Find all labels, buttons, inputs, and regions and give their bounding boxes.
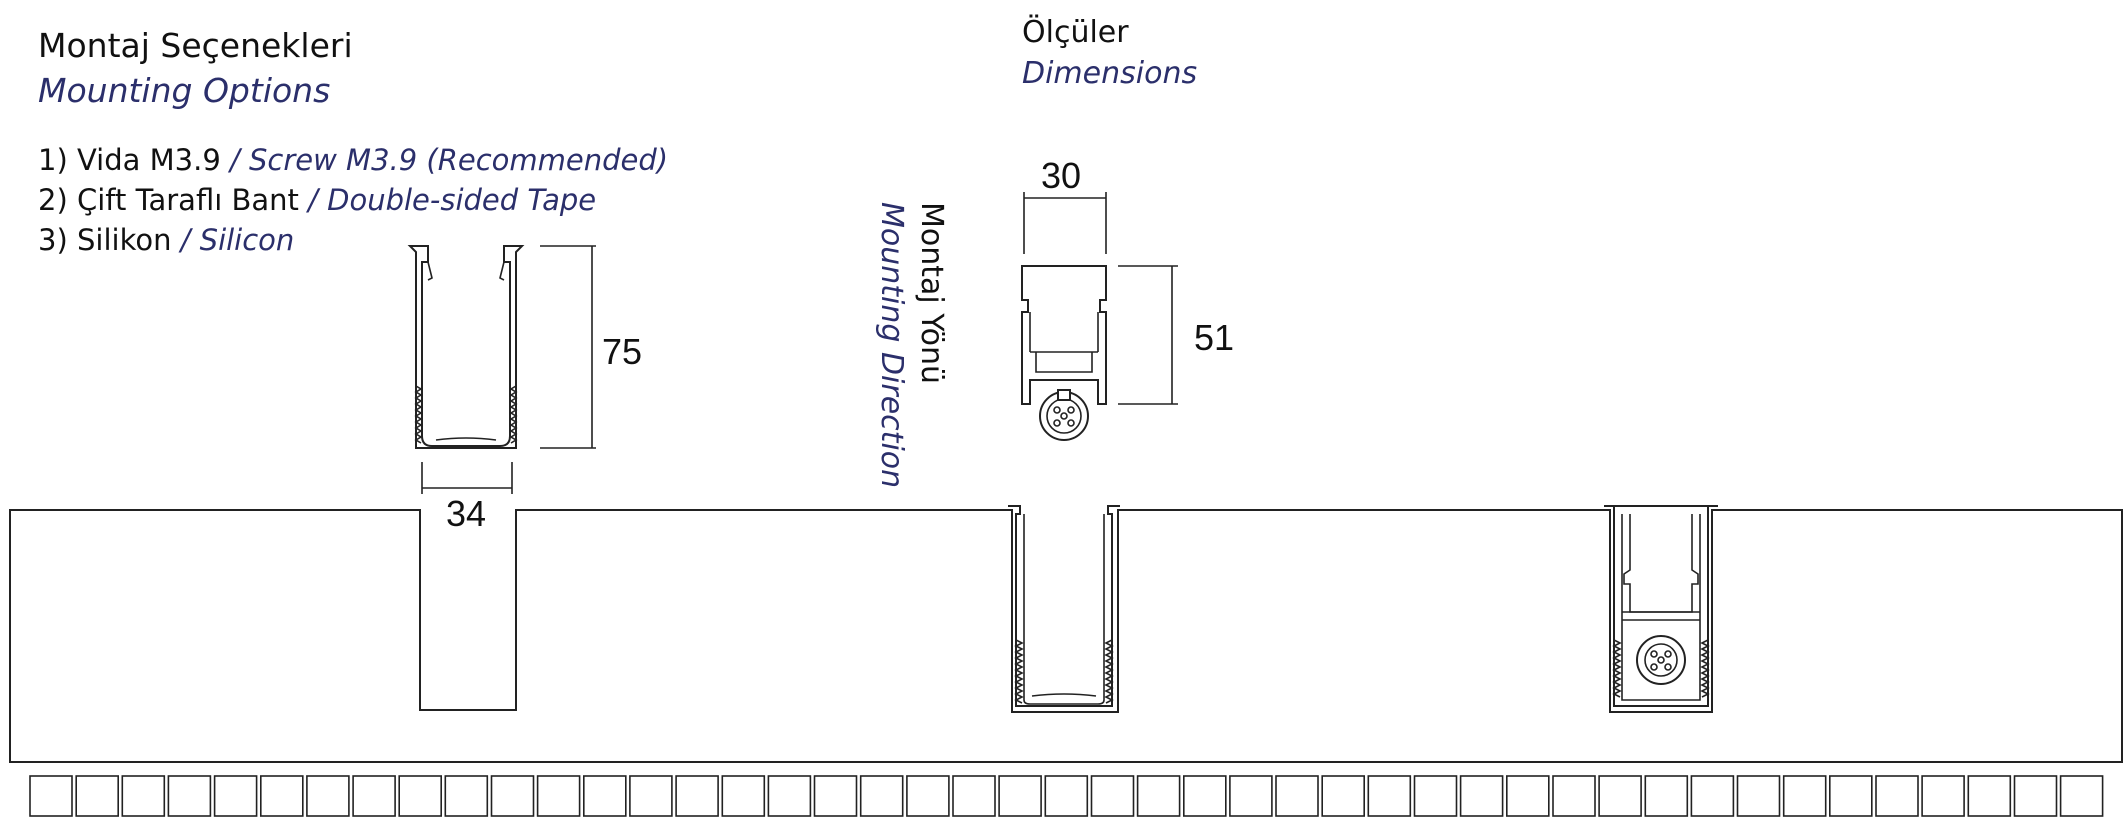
dimensions-title-tr: Ölçüler	[1022, 14, 1129, 50]
floor-tile-row	[29, 775, 2104, 817]
floor-tile	[1967, 775, 2012, 817]
end-cap-outline	[1021, 265, 1107, 405]
floor-tile	[1413, 775, 1458, 817]
floor-tile	[1736, 775, 1781, 817]
floor-tile	[675, 775, 719, 817]
floor-tile	[1921, 775, 1965, 817]
floor-tile	[121, 775, 166, 817]
dim-label-34: 34	[446, 493, 486, 534]
floor-tile	[536, 775, 581, 817]
connector-pin	[1067, 419, 1075, 427]
floor-tile	[1367, 775, 1412, 817]
dimensions-title-en: Dimensions	[1022, 56, 1197, 91]
installed-profile-right	[1604, 505, 1718, 707]
direction-label-tr: Montaj Yönü	[914, 202, 949, 384]
profile-cross-section: 75 34	[407, 245, 642, 534]
floor-tile	[1136, 775, 1181, 817]
floor-tile	[998, 775, 1042, 817]
floor-tile	[767, 775, 812, 817]
profile-inner-floor	[435, 437, 497, 441]
floor-tile	[1321, 775, 1365, 817]
surface-outline	[9, 509, 2123, 763]
direction-label-en: Mounting Direction	[874, 202, 909, 488]
connector-pin	[1067, 406, 1075, 414]
floor-tile	[306, 775, 350, 817]
mounting-title-tr: Montaj Seçenekleri	[38, 26, 353, 65]
connector-icon	[1636, 635, 1686, 685]
mounting-option-2: 2) Çift Taraflı Bant / Double-sided Tape	[38, 183, 596, 217]
floor-tile	[2013, 775, 2058, 817]
floor-tile	[1644, 775, 1689, 817]
floor-tile	[1829, 775, 1873, 817]
floor-tile	[75, 775, 119, 817]
connector-pin	[1053, 406, 1061, 414]
dim-label-30: 30	[1041, 155, 1081, 196]
floor-tile	[1229, 775, 1273, 817]
mounting-direction-labels: Montaj Yönü Mounting Direction	[874, 202, 949, 488]
installed-profile-middle	[1008, 505, 1120, 707]
end-cap-inner	[1029, 312, 1099, 373]
mounting-surface	[9, 505, 2123, 763]
dim-label-75: 75	[602, 331, 642, 372]
mounting-option-3: 3) Silikon / Silicon	[38, 223, 294, 257]
floor-tile	[2059, 775, 2104, 817]
profile-fins-left	[414, 385, 423, 444]
mounting-options-block: Montaj Seçenekleri Mounting Options 1) V…	[38, 26, 668, 257]
floor-tile	[906, 775, 950, 817]
floor-tile	[398, 775, 443, 817]
connector-pin	[1053, 419, 1061, 427]
dim-label-51: 51	[1194, 317, 1234, 358]
floor-tile	[1183, 775, 1227, 817]
dimensions-block: Ölçüler Dimensions	[1022, 14, 1197, 91]
floor-tile	[1690, 775, 1735, 817]
floor-tile	[1459, 775, 1504, 817]
floor-tile	[1782, 775, 1827, 817]
floor-tile	[629, 775, 673, 817]
profile-fins-right	[509, 385, 518, 444]
floor-tile	[813, 775, 858, 817]
floor-tile	[1875, 775, 1919, 817]
floor-tile	[29, 775, 73, 817]
floor-tile	[444, 775, 489, 817]
mounting-title-en: Mounting Options	[38, 71, 330, 110]
mounting-option-1: 1) Vida M3.9 / Screw M3.9 (Recommended)	[38, 143, 668, 177]
end-cap-view: 30 51	[1021, 155, 1234, 441]
profile-outer-outline	[407, 245, 525, 449]
floor-tile	[213, 775, 258, 817]
floor-tile	[1552, 775, 1596, 817]
connector-pin	[1060, 412, 1068, 420]
profile-tab-right	[499, 261, 505, 281]
floor-tile	[1090, 775, 1135, 817]
floor-tile	[1598, 775, 1642, 817]
connector-key	[1057, 389, 1071, 401]
floor-tile	[352, 775, 396, 817]
floor-tile	[952, 775, 996, 817]
floor-tile	[167, 775, 212, 817]
floor-tile	[490, 775, 535, 817]
floor-tile	[859, 775, 904, 817]
floor-tile	[721, 775, 766, 817]
floor-tile	[259, 775, 304, 817]
profile-tab-left	[427, 261, 433, 281]
floor-tile	[1275, 775, 1319, 817]
floor-tile	[1506, 775, 1550, 817]
floor-tile	[582, 775, 627, 817]
floor-tile	[1044, 775, 1089, 817]
